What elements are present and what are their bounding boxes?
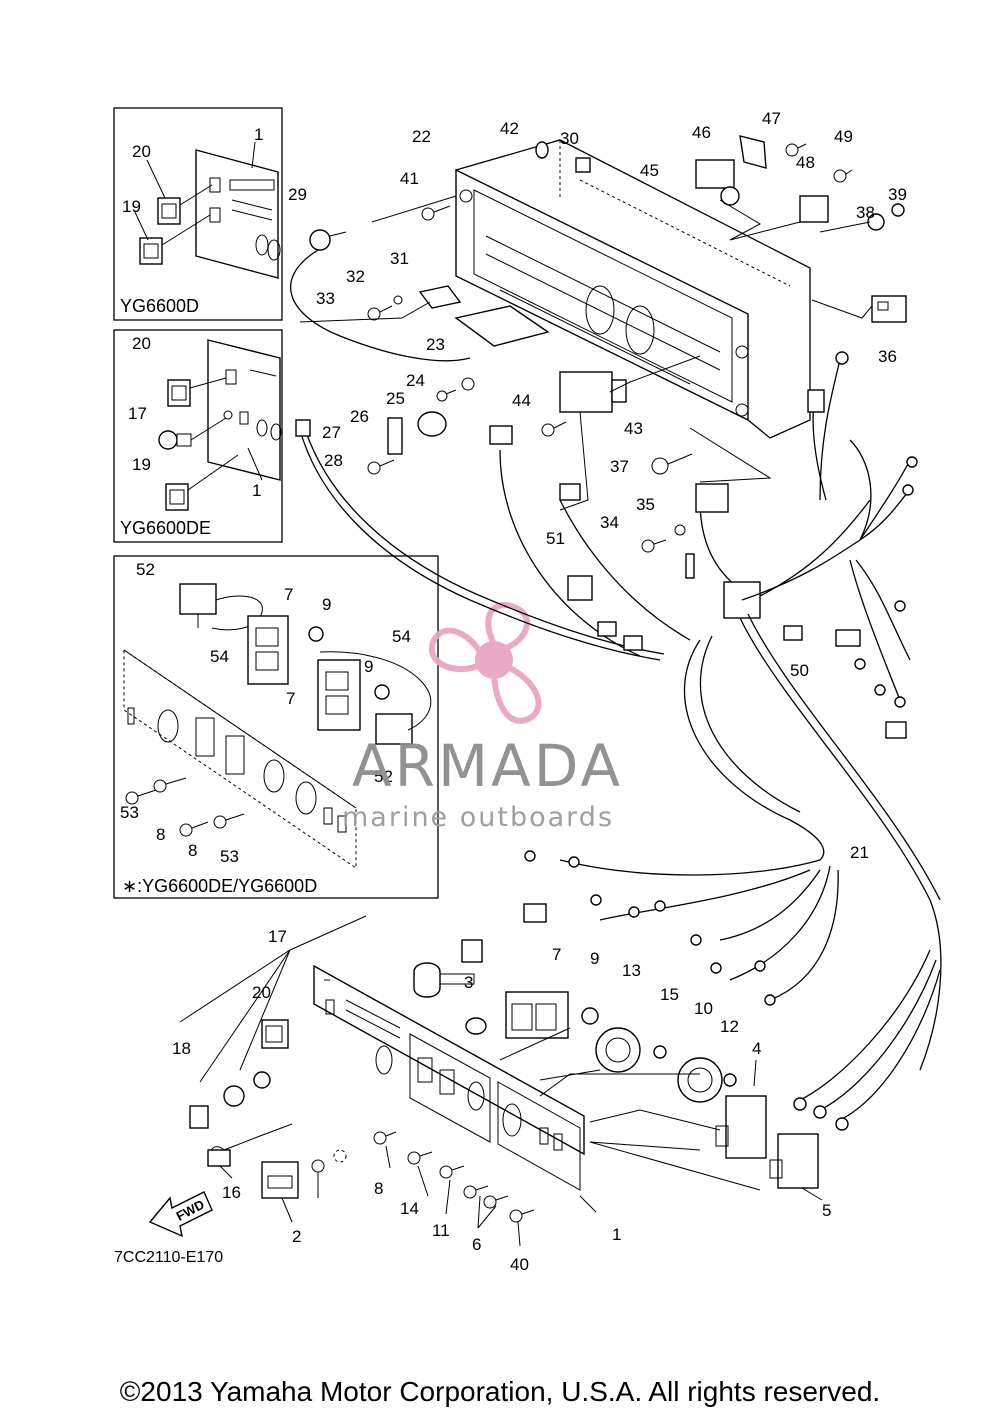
- svg-text:15: 15: [660, 985, 679, 1004]
- svg-text:37: 37: [610, 457, 629, 476]
- svg-text:12: 12: [720, 1017, 739, 1036]
- svg-text:23: 23: [426, 335, 445, 354]
- svg-text:5: 5: [822, 1201, 831, 1220]
- inset-yg6600d: 1 20 19 YG6600D: [113, 107, 283, 321]
- svg-text:52: 52: [136, 560, 155, 579]
- inset-model-yg6600d: YG6600D: [120, 296, 199, 316]
- svg-text:20: 20: [252, 983, 271, 1002]
- svg-text:1: 1: [252, 481, 261, 500]
- svg-text:9: 9: [364, 657, 373, 676]
- inset-receptacle: 52 7 9 54 54 9 7 52 53 8 8 53 ∗:YG6600DE…: [113, 555, 439, 899]
- svg-text:6: 6: [472, 1235, 481, 1254]
- svg-text:45: 45: [640, 161, 659, 180]
- bottom-callouts: 17 3 7 9 13 15 10 12 4 20 18 16 2 8 14 1…: [172, 927, 831, 1274]
- svg-text:32: 32: [346, 267, 365, 286]
- svg-text:39: 39: [888, 185, 907, 204]
- svg-text:27: 27: [322, 423, 341, 442]
- svg-text:7: 7: [552, 945, 561, 964]
- drawing-code: 7CC2110-E170: [114, 1249, 223, 1266]
- svg-text:40: 40: [510, 1255, 529, 1274]
- svg-text:49: 49: [834, 127, 853, 146]
- control-panel-assembly: FWD: [148, 915, 823, 1247]
- svg-text:3: 3: [464, 973, 473, 992]
- svg-text:8: 8: [156, 825, 165, 844]
- svg-text:26: 26: [350, 407, 369, 426]
- svg-text:30: 30: [560, 129, 579, 148]
- armada-propeller-logo: [429, 602, 542, 724]
- control-box-assembly: [299, 135, 907, 553]
- svg-text:10: 10: [694, 999, 713, 1018]
- svg-text:22: 22: [412, 127, 431, 146]
- svg-text:16: 16: [222, 1183, 241, 1202]
- svg-text:33: 33: [316, 289, 335, 308]
- wire-terminals: [295, 351, 918, 1131]
- svg-text:41: 41: [400, 169, 419, 188]
- svg-text:46: 46: [692, 123, 711, 142]
- svg-text:11: 11: [432, 1221, 450, 1240]
- copyright-notice: ©2013 Yamaha Motor Corporation, U.S.A. A…: [119, 1376, 881, 1407]
- svg-text:20: 20: [132, 142, 151, 161]
- svg-text:13: 13: [622, 961, 641, 980]
- svg-text:38: 38: [856, 203, 875, 222]
- svg-text:1: 1: [612, 1225, 621, 1244]
- svg-text:19: 19: [122, 197, 141, 216]
- svg-text:17: 17: [268, 927, 287, 946]
- svg-text:21: 21: [850, 843, 869, 862]
- svg-text:36: 36: [878, 347, 897, 366]
- svg-text:14: 14: [400, 1199, 419, 1218]
- svg-text:52: 52: [374, 767, 393, 786]
- svg-text:50: 50: [790, 661, 809, 680]
- svg-text:51: 51: [546, 529, 565, 548]
- watermark-tagline: marine outboards: [342, 802, 614, 833]
- svg-text:8: 8: [374, 1179, 383, 1198]
- svg-text:47: 47: [762, 109, 781, 128]
- watermark-name: ARMADA: [352, 732, 623, 800]
- svg-text:42: 42: [500, 119, 519, 138]
- svg-text:54: 54: [392, 627, 411, 646]
- svg-text:24: 24: [406, 371, 425, 390]
- svg-text:44: 44: [512, 391, 531, 410]
- svg-text:9: 9: [322, 595, 331, 614]
- svg-text:19: 19: [132, 455, 151, 474]
- top-callouts: 22 42 30 46 47 49 48 45 41 29 38 39 31 3…: [288, 109, 907, 862]
- svg-text:7: 7: [284, 585, 293, 604]
- svg-text:34: 34: [600, 513, 619, 532]
- inset-model-yg6600de: YG6600DE: [120, 518, 211, 538]
- armada-watermark: ARMADA marine outboards: [342, 602, 623, 833]
- svg-text:7: 7: [286, 689, 295, 708]
- svg-text:48: 48: [796, 153, 815, 172]
- svg-text:28: 28: [324, 451, 343, 470]
- svg-text:17: 17: [128, 404, 147, 423]
- svg-text:2: 2: [292, 1227, 301, 1246]
- svg-text:53: 53: [120, 803, 139, 822]
- svg-text:43: 43: [624, 419, 643, 438]
- wire-harness: [289, 249, 942, 1121]
- svg-text:54: 54: [210, 647, 229, 666]
- svg-text:53: 53: [220, 847, 239, 866]
- svg-text:35: 35: [636, 495, 655, 514]
- svg-text:8: 8: [188, 841, 197, 860]
- svg-text:9: 9: [590, 949, 599, 968]
- svg-text:1: 1: [254, 125, 263, 144]
- svg-text:31: 31: [390, 249, 409, 268]
- svg-text:20: 20: [132, 334, 151, 353]
- inset-model-note: ∗:YG6600DE/YG6600D: [122, 876, 317, 896]
- svg-text:29: 29: [288, 185, 307, 204]
- svg-text:25: 25: [386, 389, 405, 408]
- svg-text:18: 18: [172, 1039, 191, 1058]
- svg-text:4: 4: [752, 1039, 761, 1058]
- inset-yg6600de: 20 17 19 1 YG6600DE: [113, 329, 283, 543]
